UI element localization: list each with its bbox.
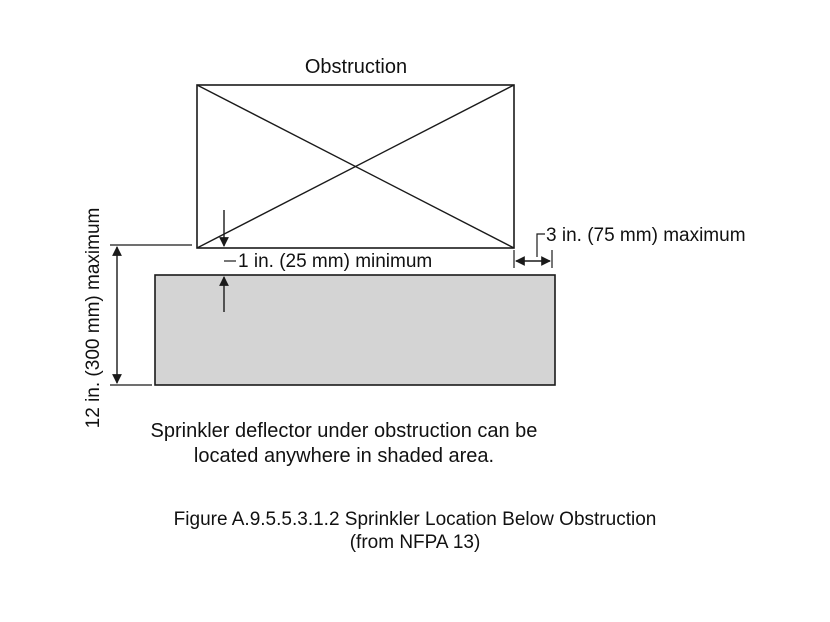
min-clearance-label: 1 in. (25 mm) minimum (238, 251, 432, 272)
offset-leader (536, 233, 545, 257)
deflector-note-line-1: Sprinkler deflector under obstruction ca… (151, 420, 538, 442)
max-offset-label: 3 in. (75 mm) maximum (546, 225, 746, 246)
figure-caption-line-2: (from NFPA 13) (349, 532, 481, 553)
deflector-note-line-2: located anywhere in shaded area. (194, 445, 494, 467)
max-depth-label: 12 in. (300 mm) maximum (83, 208, 104, 429)
obstruction-label: Obstruction (305, 56, 407, 78)
shaded-deflector-area (154, 274, 556, 386)
obstruction-cross-line-2 (196, 84, 515, 249)
figure-caption: Figure A.9.5.5.3.1.2 Sprinkler Location … (0, 508, 830, 554)
obstruction-box (196, 84, 515, 249)
figure-caption-line-1: Figure A.9.5.5.3.1.2 Sprinkler Location … (173, 509, 657, 530)
